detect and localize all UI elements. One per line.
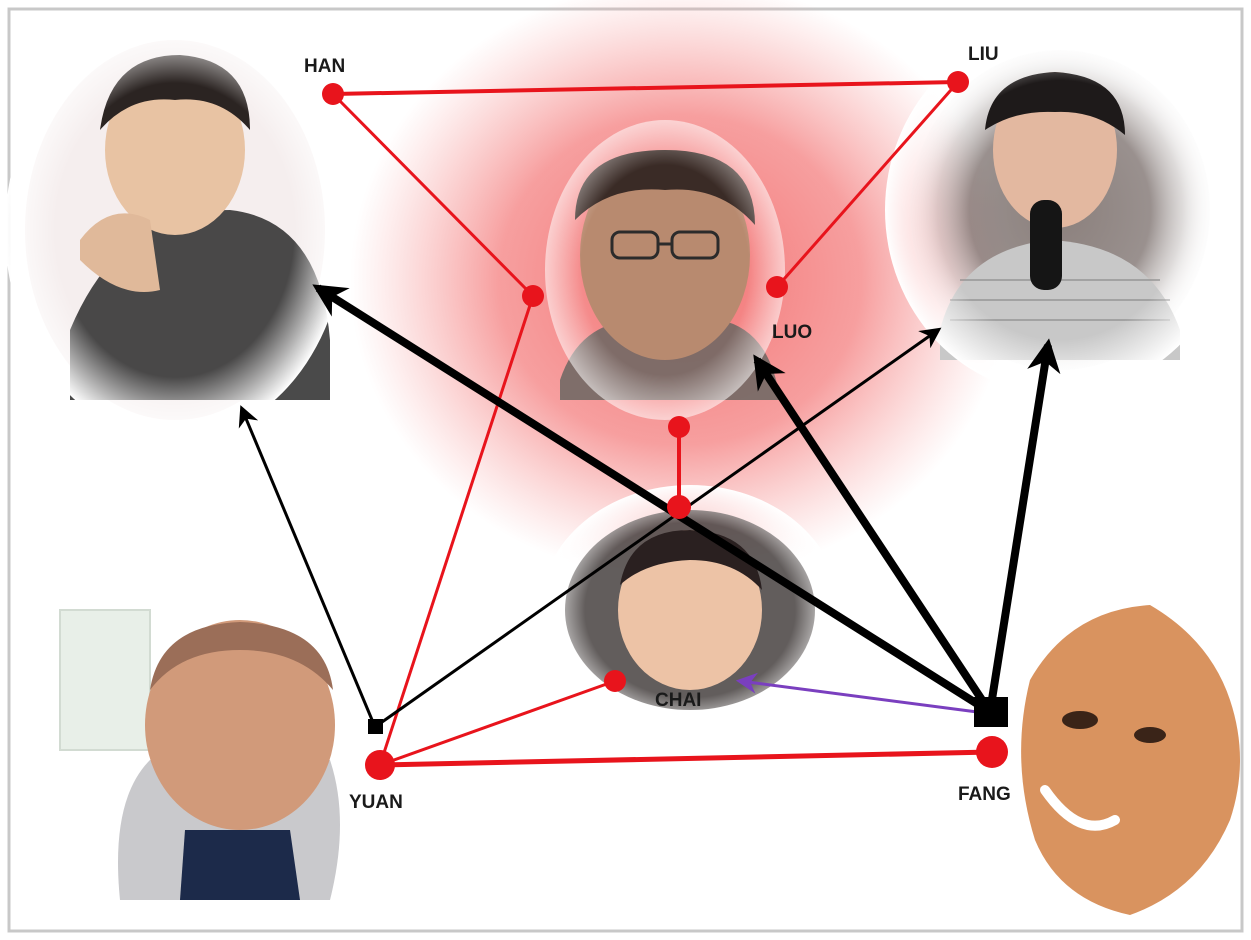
link-yuan-fang bbox=[379, 749, 993, 768]
node-han bbox=[322, 83, 344, 105]
label-liu: LIU bbox=[968, 44, 999, 65]
link-han-branch bbox=[331, 92, 535, 298]
link-han-liu bbox=[332, 80, 959, 96]
han-portrait bbox=[5, 20, 345, 440]
link-branch-yuan bbox=[378, 295, 535, 766]
yuan-portrait bbox=[59, 609, 340, 900]
arrow-yuan-han bbox=[238, 405, 377, 728]
link-yuan-chai bbox=[379, 679, 616, 767]
arrow-yuan-liu bbox=[374, 327, 942, 729]
liu-portrait bbox=[885, 25, 1235, 395]
arrow-fang-liu bbox=[986, 338, 1061, 713]
label-yuan: YUAN bbox=[349, 792, 403, 813]
node-yuan-source bbox=[368, 719, 383, 734]
label-chai: CHAI bbox=[655, 690, 701, 711]
node-fang bbox=[976, 736, 1008, 768]
label-han: HAN bbox=[304, 56, 345, 77]
fang-portrait bbox=[1021, 605, 1240, 915]
link-liu-luo bbox=[775, 81, 960, 288]
arrow-fang-han bbox=[312, 284, 993, 716]
black-arrows bbox=[238, 284, 1061, 729]
node-liu bbox=[947, 71, 969, 93]
node-han-branch bbox=[522, 285, 544, 307]
nodes bbox=[322, 71, 1008, 780]
arrow-fang-luo bbox=[753, 354, 994, 715]
node-chai bbox=[604, 670, 626, 692]
node-yuan bbox=[365, 750, 395, 780]
node-center-top bbox=[668, 416, 690, 438]
labels: HAN LIU LUO CHAI YUAN FANG bbox=[304, 44, 1011, 813]
node-center-bottom bbox=[667, 495, 691, 519]
label-luo: LUO bbox=[772, 322, 812, 343]
arrow-fang-chai bbox=[735, 672, 986, 715]
red-links bbox=[331, 80, 993, 768]
node-fang-source bbox=[974, 697, 1008, 727]
node-luo bbox=[766, 276, 788, 298]
luo-portrait bbox=[545, 120, 785, 420]
label-fang: FANG bbox=[958, 784, 1011, 805]
